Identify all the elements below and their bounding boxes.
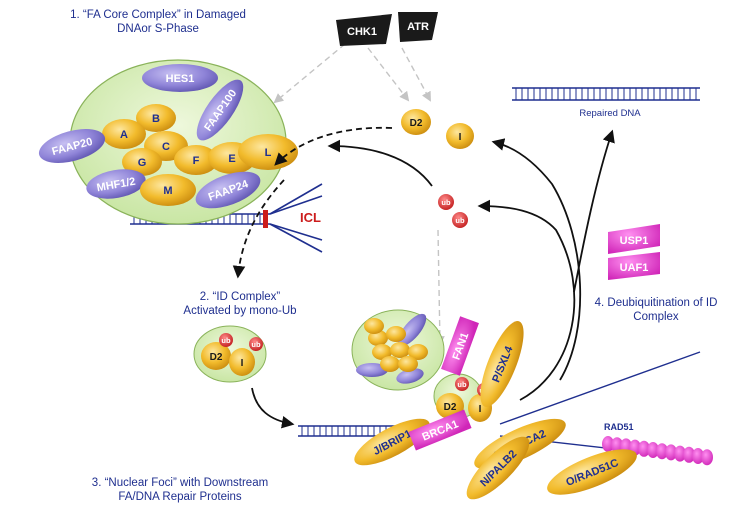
uaf1-label: UAF1 bbox=[620, 262, 649, 274]
step4-caption-line1: 4. Deubiquitination of ID bbox=[595, 297, 718, 309]
chk1-label: CHK1 bbox=[347, 26, 377, 38]
rad51-bead bbox=[674, 445, 686, 462]
free-i-label: I bbox=[459, 132, 462, 143]
rad51-bead bbox=[656, 443, 668, 460]
usp1-label: USP1 bbox=[620, 235, 649, 247]
protein-l-label: L bbox=[265, 147, 272, 159]
mhf-protein bbox=[86, 169, 146, 199]
protein-c-label: C bbox=[162, 141, 170, 153]
uaf1-protein bbox=[608, 252, 660, 280]
activated-d2-label: D2 bbox=[210, 352, 223, 363]
activated-i-protein bbox=[229, 348, 255, 376]
brca1-protein: BRCA1 bbox=[408, 409, 472, 451]
protein-b bbox=[136, 104, 176, 132]
free-ub-2 bbox=[452, 212, 468, 228]
protein-f-label: F bbox=[193, 155, 200, 167]
free-ub-1 bbox=[438, 194, 454, 210]
mini-core-gold-protein bbox=[368, 330, 388, 346]
faap100-protein bbox=[196, 79, 244, 141]
protein-a bbox=[102, 119, 146, 149]
pisxl4-protein bbox=[480, 321, 524, 407]
faap20-protein bbox=[38, 129, 106, 163]
free-d2-protein bbox=[401, 109, 431, 135]
activated-ub-2-label: ub bbox=[251, 340, 261, 349]
protein-m bbox=[140, 174, 196, 206]
foci-ub-1 bbox=[455, 377, 469, 391]
usp1-protein bbox=[608, 224, 660, 254]
mini-core-gold-protein bbox=[380, 356, 400, 372]
mini-core-gold-protein bbox=[398, 356, 418, 372]
step1-caption-line1: 1. “FA Core Complex” in Damaged bbox=[70, 9, 246, 21]
fan1-protein: FAN1 bbox=[441, 316, 479, 376]
mini-core-gold-protein bbox=[386, 326, 406, 342]
step4-caption-line2: Complex bbox=[633, 311, 679, 323]
npalb2-protein bbox=[466, 436, 530, 500]
repaired-dna-label: Repaired DNA bbox=[579, 108, 641, 119]
step2-caption-line1: 2. “ID Complex” bbox=[200, 291, 281, 303]
rad51-bead bbox=[665, 444, 677, 461]
rad51-bead bbox=[638, 440, 650, 457]
repaired-dna bbox=[512, 87, 700, 101]
free-d2-label: D2 bbox=[410, 118, 423, 129]
atr-label: ATR bbox=[407, 21, 429, 33]
foci-i-label: I bbox=[479, 404, 482, 415]
hes1-label: HES1 bbox=[166, 73, 195, 85]
mini-core-lavender-2 bbox=[356, 363, 388, 377]
mini-core-gold-protein bbox=[390, 342, 410, 358]
protein-f bbox=[174, 145, 218, 175]
hes1-protein bbox=[142, 64, 218, 92]
rad51-label: RAD51 bbox=[604, 422, 634, 432]
free-i-protein bbox=[446, 123, 474, 149]
free-id-complex: D2 I ub ub bbox=[401, 109, 474, 228]
mini-core-lavender-3 bbox=[396, 368, 424, 384]
chk1-kinase: CHK1 bbox=[336, 14, 392, 46]
protein-g bbox=[122, 148, 162, 176]
foci-ub-1-label: ub bbox=[457, 380, 467, 389]
mini-core-gold-protein bbox=[408, 344, 428, 360]
fa-core-complex: HES1 FAAP100 B A C FAAP20 G F E L MHF1/2… bbox=[38, 59, 298, 225]
atr-kinase: ATR bbox=[398, 12, 438, 42]
foci-d2-label: D2 bbox=[444, 402, 457, 413]
jbrip1-protein bbox=[354, 418, 430, 466]
activated-ub-1-label: ub bbox=[221, 336, 231, 345]
mini-core-gold-protein bbox=[372, 344, 392, 360]
icl-label: ICL bbox=[300, 210, 321, 225]
protein-e-label: E bbox=[228, 153, 235, 165]
protein-m-label: M bbox=[163, 185, 172, 197]
protein-g-label: G bbox=[138, 157, 147, 169]
step3-caption-line2: FA/DNA Repair Proteins bbox=[118, 491, 242, 503]
step2-caption-line2: Activated by mono-Ub bbox=[183, 305, 296, 317]
orad51c-protein bbox=[547, 449, 637, 495]
rad51-bead bbox=[647, 442, 659, 458]
free-ub-2-label: ub bbox=[455, 216, 465, 225]
pathway-arrows bbox=[232, 126, 615, 429]
nuclear-foci-complex: D2 I ub ub FAN1 P/SXL4 J/BRIP1 BRCA1 D1/… bbox=[351, 309, 637, 500]
usp1-uaf1-complex: USP1 UAF1 bbox=[608, 224, 660, 280]
free-ub-1-label: ub bbox=[441, 198, 451, 207]
step3-caption-line1: 3. “Nuclear Foci” with Downstream bbox=[92, 477, 268, 489]
activated-i-label: I bbox=[241, 358, 244, 369]
kinase-activation-arrows bbox=[273, 43, 445, 346]
mini-core-gold-protein bbox=[364, 318, 384, 334]
rad51-bead bbox=[701, 449, 713, 466]
faap24-protein bbox=[195, 171, 261, 209]
activated-ub-2 bbox=[249, 337, 263, 351]
mini-core-lavender-1 bbox=[397, 313, 427, 347]
rad51-bead bbox=[602, 436, 614, 452]
rad51-bead bbox=[692, 448, 704, 464]
protein-b-label: B bbox=[152, 113, 160, 125]
activated-id-complex: D2 I ub ub bbox=[193, 325, 267, 383]
rad51-bead bbox=[611, 437, 623, 454]
icl-crosslink-mark bbox=[263, 210, 268, 228]
protein-a-label: A bbox=[120, 129, 128, 141]
step1-caption-line2: DNAor S-Phase bbox=[117, 23, 199, 35]
activated-d2-protein bbox=[201, 342, 231, 370]
activated-ub-1 bbox=[219, 333, 233, 347]
rad51-bead bbox=[683, 446, 695, 463]
